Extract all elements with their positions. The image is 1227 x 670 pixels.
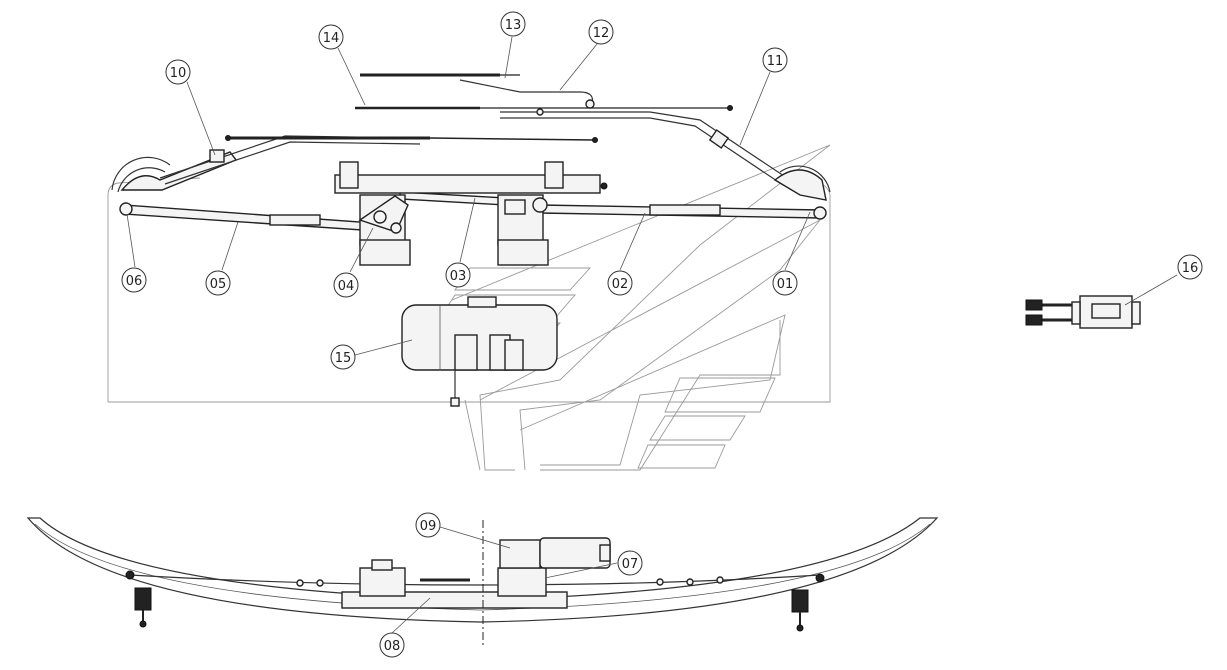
svg-text:05: 05 <box>210 277 227 292</box>
linkage-rods <box>119 191 827 231</box>
washer-tank <box>401 296 558 407</box>
callout-01: 01 <box>772 270 798 296</box>
svg-text:01: 01 <box>777 277 794 292</box>
svg-text:07: 07 <box>622 557 639 572</box>
left-wiper-assembly <box>111 135 598 193</box>
callout-02: 02 <box>607 270 633 296</box>
svg-text:03: 03 <box>450 269 467 284</box>
callout-07: 07 <box>617 550 643 576</box>
callout-09: 09 <box>415 512 441 538</box>
svg-text:04: 04 <box>338 279 355 294</box>
front-view-assembly <box>26 517 939 645</box>
svg-text:02: 02 <box>612 277 629 292</box>
svg-text:16: 16 <box>1182 261 1199 276</box>
callout-16: 16 <box>1177 254 1203 280</box>
callout-11: 11 <box>762 47 788 73</box>
callout-08: 08 <box>379 632 405 658</box>
motor-mount-frame <box>334 161 608 266</box>
wiper-controller <box>1025 295 1141 329</box>
svg-text:08: 08 <box>384 639 401 654</box>
leader-lines <box>126 36 1178 634</box>
svg-text:14: 14 <box>323 31 340 46</box>
callout-12: 12 <box>588 19 614 45</box>
callout-15: 15 <box>330 344 356 370</box>
right-wiper-assembly <box>355 73 831 201</box>
callout-03: 03 <box>445 262 471 288</box>
svg-text:12: 12 <box>593 26 610 41</box>
callout-14: 14 <box>318 24 344 50</box>
callout-06: 06 <box>121 267 147 293</box>
callout-05: 05 <box>205 270 231 296</box>
callout-04: 04 <box>333 272 359 298</box>
svg-text:13: 13 <box>505 18 522 33</box>
callout-10: 10 <box>165 59 191 85</box>
svg-text:10: 10 <box>170 66 187 81</box>
callouts: 01 02 03 04 05 06 07 08 <box>121 11 1203 658</box>
svg-text:06: 06 <box>126 274 143 289</box>
svg-text:09: 09 <box>420 519 437 534</box>
svg-text:15: 15 <box>335 351 352 366</box>
callout-13: 13 <box>500 11 526 37</box>
svg-text:11: 11 <box>767 54 784 69</box>
